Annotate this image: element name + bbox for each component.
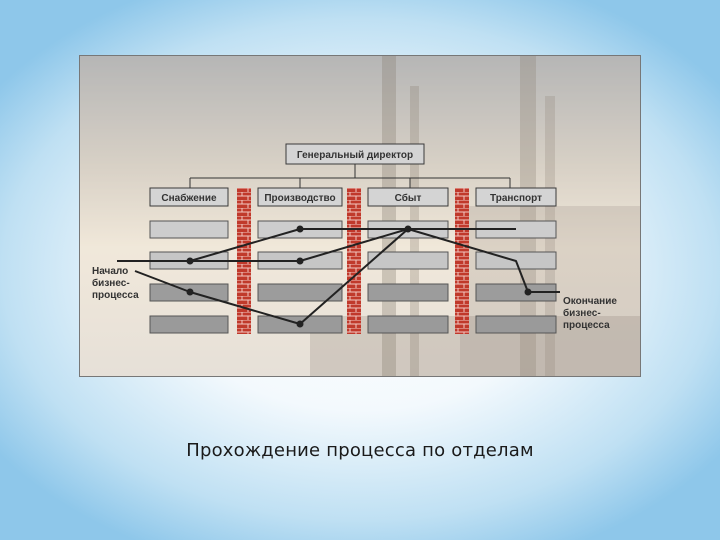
end-label-line: процесса [563, 320, 610, 331]
dept-header-transport: Транспорт [475, 187, 557, 207]
org-process-diagram: Генеральный директор Снабжение Производс… [79, 55, 641, 377]
process-path [134, 228, 409, 325]
slide-caption: Прохождение процесса по отделам [186, 440, 534, 461]
path-node [186, 257, 194, 265]
dept-label-production: Производство [264, 193, 335, 204]
end-label-line: Окончание [563, 296, 617, 307]
subunit-box [149, 315, 229, 334]
dept-label-sales: Сбыт [395, 192, 422, 204]
dept-header-sales: Сбыт [367, 187, 449, 207]
dept-label-supply: Снабжение [161, 192, 217, 204]
dept-header-production: Производство [257, 187, 343, 207]
process-path [117, 228, 516, 262]
subunit-box [475, 315, 557, 334]
subunit-box [367, 283, 449, 302]
path-node [186, 288, 194, 296]
path-node [296, 225, 304, 233]
subunit-box [367, 251, 449, 270]
brick-wall [455, 188, 469, 334]
subunit-box [257, 283, 343, 302]
start-label-line: бизнес- [92, 277, 130, 289]
end-label: Окончание бизнес- процесса [563, 296, 617, 331]
start-label: Начало бизнес- процесса [92, 266, 139, 301]
start-label-line: Начало [92, 266, 128, 277]
dept-header-supply: Снабжение [149, 187, 229, 207]
director-box: Генеральный директор [285, 143, 425, 165]
path-node [296, 257, 304, 265]
path-node [296, 320, 304, 328]
process-nodes [186, 225, 532, 328]
subunit-box [149, 220, 229, 239]
org-connectors [189, 164, 511, 188]
director-label: Генеральный директор [297, 150, 413, 161]
brick-walls [237, 188, 469, 334]
dept-label-transport: Транспорт [490, 193, 542, 204]
path-node [524, 288, 532, 296]
start-label-line: процесса [92, 290, 139, 301]
path-node [404, 225, 412, 233]
brick-wall [347, 188, 361, 334]
subunit-box [367, 315, 449, 334]
end-label-line: бизнес- [563, 307, 601, 319]
